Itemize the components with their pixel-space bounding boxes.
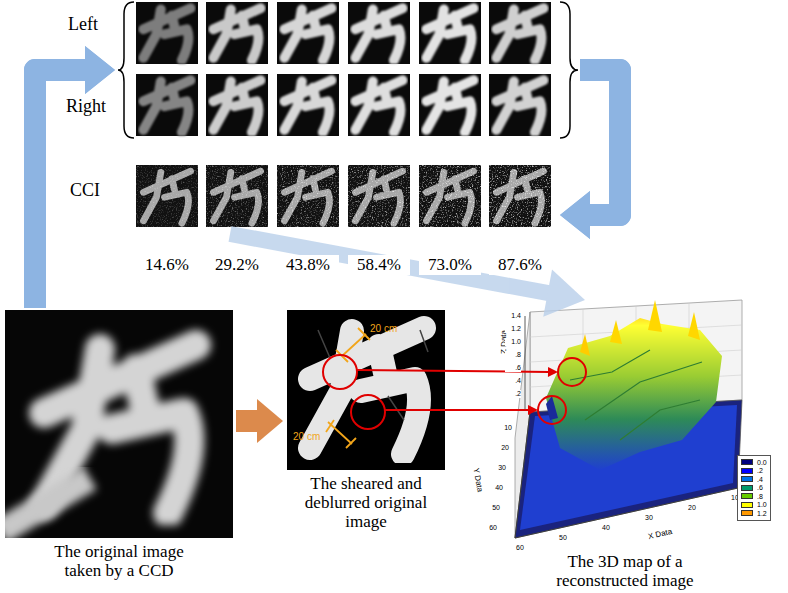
- flow-arrow: [560, 70, 620, 239]
- image-panel: The sheared and deblurred original image: [285, 308, 447, 531]
- tick-label: 30: [490, 464, 506, 472]
- tick-label: 50: [484, 504, 500, 512]
- tick-label: 10: [496, 424, 512, 432]
- tick-label: 40: [487, 484, 503, 492]
- connector-line: [385, 409, 529, 411]
- legend-entry: .4: [741, 475, 767, 484]
- dimension-label: 20 cm: [293, 431, 320, 443]
- image-area: [285, 308, 447, 472]
- arrowhead: [85, 46, 115, 94]
- tick-label: 1.4: [505, 312, 521, 320]
- right-row-tiles: [136, 74, 551, 136]
- legend-text: 1.0: [757, 501, 767, 508]
- surface-plot: [515, 300, 742, 538]
- percentage-label: 43.8%: [277, 255, 339, 275]
- legend-entry: 0.0: [741, 458, 767, 467]
- left-row-tiles: [136, 2, 551, 64]
- legend-text: .6: [757, 484, 763, 491]
- row-label: CCI: [70, 180, 100, 201]
- arrowhead: [560, 191, 590, 239]
- flow-arrow: [230, 234, 585, 317]
- axis-title: Y Data: [471, 467, 484, 493]
- percentage-label: 73.0%: [419, 255, 481, 275]
- arrowhead: [257, 399, 283, 443]
- arrowhead: [528, 405, 538, 415]
- legend-swatch: [741, 502, 753, 508]
- legend-swatch: [741, 485, 753, 491]
- legend-entry: 1.2: [741, 509, 767, 518]
- legend-swatch: [741, 510, 753, 516]
- right-brace: [560, 2, 578, 138]
- dimension-label: 20 cm: [370, 323, 397, 335]
- tick-label: 1.0: [505, 338, 521, 346]
- image-area: [5, 308, 233, 540]
- percentage-label: 87.6%: [489, 255, 551, 275]
- legend-text: .4: [757, 476, 763, 483]
- cci-row-tiles: [136, 165, 551, 227]
- tick-label: .4: [505, 377, 521, 385]
- process-arrow: [236, 399, 283, 443]
- arrowhead: [560, 191, 590, 239]
- legend-text: .8: [757, 493, 763, 500]
- legend-swatch: [741, 493, 753, 499]
- legend-text: 0.0: [757, 459, 767, 466]
- legend-swatch: [741, 459, 753, 465]
- percentage-label: 29.2%: [206, 255, 268, 275]
- percentage-label: 14.6%: [136, 255, 198, 275]
- tick-label: 60: [481, 524, 497, 532]
- row-label: Right: [66, 96, 106, 117]
- image-row: Left: [118, 0, 580, 70]
- connector-line: [580, 70, 620, 215]
- legend-entry: .6: [741, 484, 767, 493]
- legend-entry: .2: [741, 467, 767, 476]
- legend-swatch: [741, 468, 753, 474]
- connector-line: [236, 410, 258, 432]
- arrowhead: [548, 367, 558, 377]
- pointer-arrow: [357, 367, 558, 377]
- image-caption: The sheared and deblurred original image: [291, 474, 441, 531]
- tick-label: 30: [641, 514, 657, 522]
- tick-label: 50: [555, 534, 571, 542]
- tick-label: 40: [598, 524, 614, 532]
- tick-label: 20: [493, 444, 509, 452]
- color-legend: 0.0.2 .4.6 .81.0 1.2: [737, 455, 771, 521]
- tick-label: .6: [505, 364, 521, 372]
- image-row: Right: [118, 70, 580, 150]
- arrowhead: [85, 46, 115, 94]
- flow-arrow: [35, 46, 115, 308]
- tick-label: .8: [505, 351, 521, 359]
- legend-entry: .8: [741, 492, 767, 501]
- left-brace: [118, 2, 134, 138]
- pointer-arrow: [385, 405, 538, 415]
- arrowhead: [543, 269, 585, 316]
- sheared-image: [287, 310, 445, 470]
- tick-label: 20: [684, 504, 700, 512]
- legend-text: 1.2: [757, 510, 767, 517]
- legend-entry: 1.0: [741, 501, 767, 510]
- legend-swatch: [741, 476, 753, 482]
- tick-label: 60: [512, 544, 528, 552]
- tick-label: 1.2: [505, 325, 521, 333]
- connector-line: [580, 70, 620, 215]
- ccd-photo: [5, 310, 233, 538]
- axis-title: X Data: [647, 527, 673, 541]
- legend-text: .2: [757, 467, 763, 474]
- image-row: CCI: [118, 158, 558, 232]
- flow-arrow: [560, 70, 620, 239]
- row-label: Left: [68, 14, 98, 35]
- percentage-label: 58.4%: [348, 255, 410, 275]
- image-panel: The original image taken by a CCD: [5, 308, 233, 580]
- tick-label: .2: [505, 390, 521, 398]
- image-caption: The original image taken by a CCD: [44, 542, 194, 580]
- image-caption: The 3D map of a reconstructed image: [539, 552, 711, 590]
- flow-arrow: [35, 46, 115, 308]
